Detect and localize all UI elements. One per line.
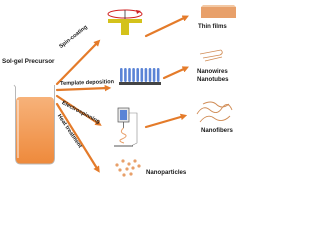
nanoparticles-label: Nanoparticles [146,169,187,176]
template-pore [128,68,131,82]
thin-film-icon [201,5,236,18]
process-arrows [55,39,112,173]
spin-coater-icon [107,9,143,35]
template-deposition-arrow [55,84,112,92]
diagram-canvas [13,5,236,177]
nanowires-icon [199,49,223,62]
template-pore [124,68,127,82]
heat-treatment-arrow [55,102,100,173]
template-pore [120,68,123,82]
template-pore [144,68,148,82]
template-pore [148,68,152,82]
electrospinning-icon [114,107,138,147]
thin-films-arrow [144,15,189,38]
template-pore [136,68,139,82]
nanotubes-label: Nanotubes [197,76,229,83]
nanofibers-label: Nanofibers [201,127,233,134]
nanowires-arrow [162,66,190,80]
nanoparticles-icon [115,159,141,177]
sol-gel-diagram: Sol-gel Precursor Spin-coating Template … [2,5,236,177]
nanofibers-arrow [144,113,188,129]
product-arrows [144,15,190,129]
electrospinning-arrow [55,94,102,126]
nanofibers-icon [196,101,233,123]
template-pore [156,68,160,82]
template-pore [132,68,135,82]
nanowires-label: Nanowires [197,68,228,75]
template-icon [119,68,161,85]
precursor-label: Sol-gel Precursor [2,58,55,65]
thin-films-label: Thin films [198,23,227,30]
template-pore [140,68,144,82]
beaker-icon [13,84,55,165]
template-pore [152,68,156,82]
spin-coating-arrow [55,39,101,86]
